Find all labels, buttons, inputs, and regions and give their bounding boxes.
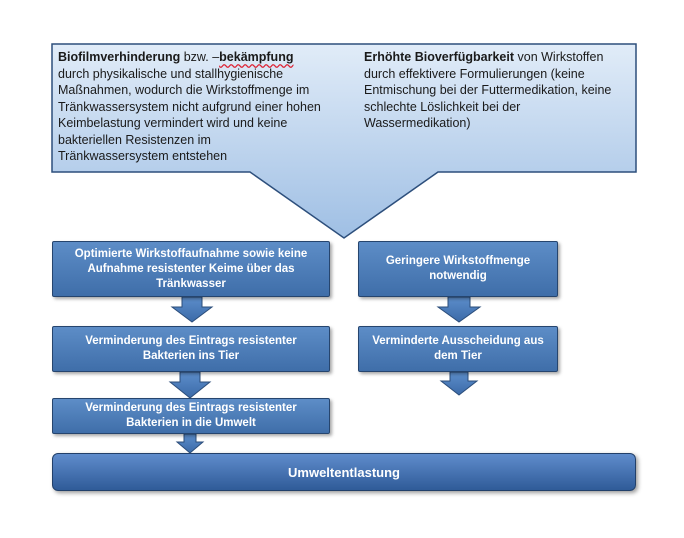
- box-label: Optimierte Wirkstoffaufnahme sowie keine…: [74, 247, 308, 290]
- top-left-bold: Biofilmverhinderung: [58, 50, 181, 64]
- top-left-underlined: bekämpfung: [219, 50, 294, 64]
- top-callout-arrow: [51, 43, 637, 239]
- box-label: Verminderung des Eintrags resistenter Ba…: [85, 335, 297, 362]
- bottom-bar-umweltentlastung: Umweltentlastung: [52, 453, 636, 491]
- down-arrow-1: [170, 296, 214, 323]
- top-left-rest: durch physikalische und stallhygienische…: [58, 66, 321, 164]
- top-right-rest: von Wirkstoffen durch effektivere Formul…: [364, 50, 612, 130]
- down-arrow-2: [168, 371, 212, 399]
- bottom-bar-label: Umweltentlastung: [288, 464, 400, 480]
- box-verminderung-umwelt: Verminderung des Eintrags resistenter Ba…: [52, 398, 330, 434]
- box-geringere-wirkstoffmenge: Geringere Wirkstoffmenge notwendig: [358, 241, 558, 297]
- down-arrow-4: [436, 296, 482, 323]
- top-left-mid: bzw. –: [180, 50, 220, 64]
- box-label: Verminderung des Eintrags resistenter Ba…: [85, 402, 297, 429]
- top-left-text: Biofilmverhinderung bzw. –bekämpfung dur…: [58, 49, 323, 165]
- box-label: Geringere Wirkstoffmenge notwendig: [385, 255, 531, 282]
- down-arrow-3: [175, 433, 205, 454]
- down-arrow-5: [439, 371, 479, 396]
- box-optimierte-wirkstoffaufnahme: Optimierte Wirkstoffaufnahme sowie keine…: [52, 241, 330, 297]
- top-right-text: Erhöhte Bioverfügbarkeit von Wirkstoffen…: [364, 49, 629, 132]
- box-verminderung-tier: Verminderung des Eintrags resistenter Ba…: [52, 326, 330, 372]
- top-right-bold: Erhöhte Bioverfügbarkeit: [364, 50, 515, 64]
- box-verminderte-ausscheidung: Verminderte Ausscheidung aus dem Tier: [358, 326, 558, 372]
- box-label: Verminderte Ausscheidung aus dem Tier: [372, 335, 544, 362]
